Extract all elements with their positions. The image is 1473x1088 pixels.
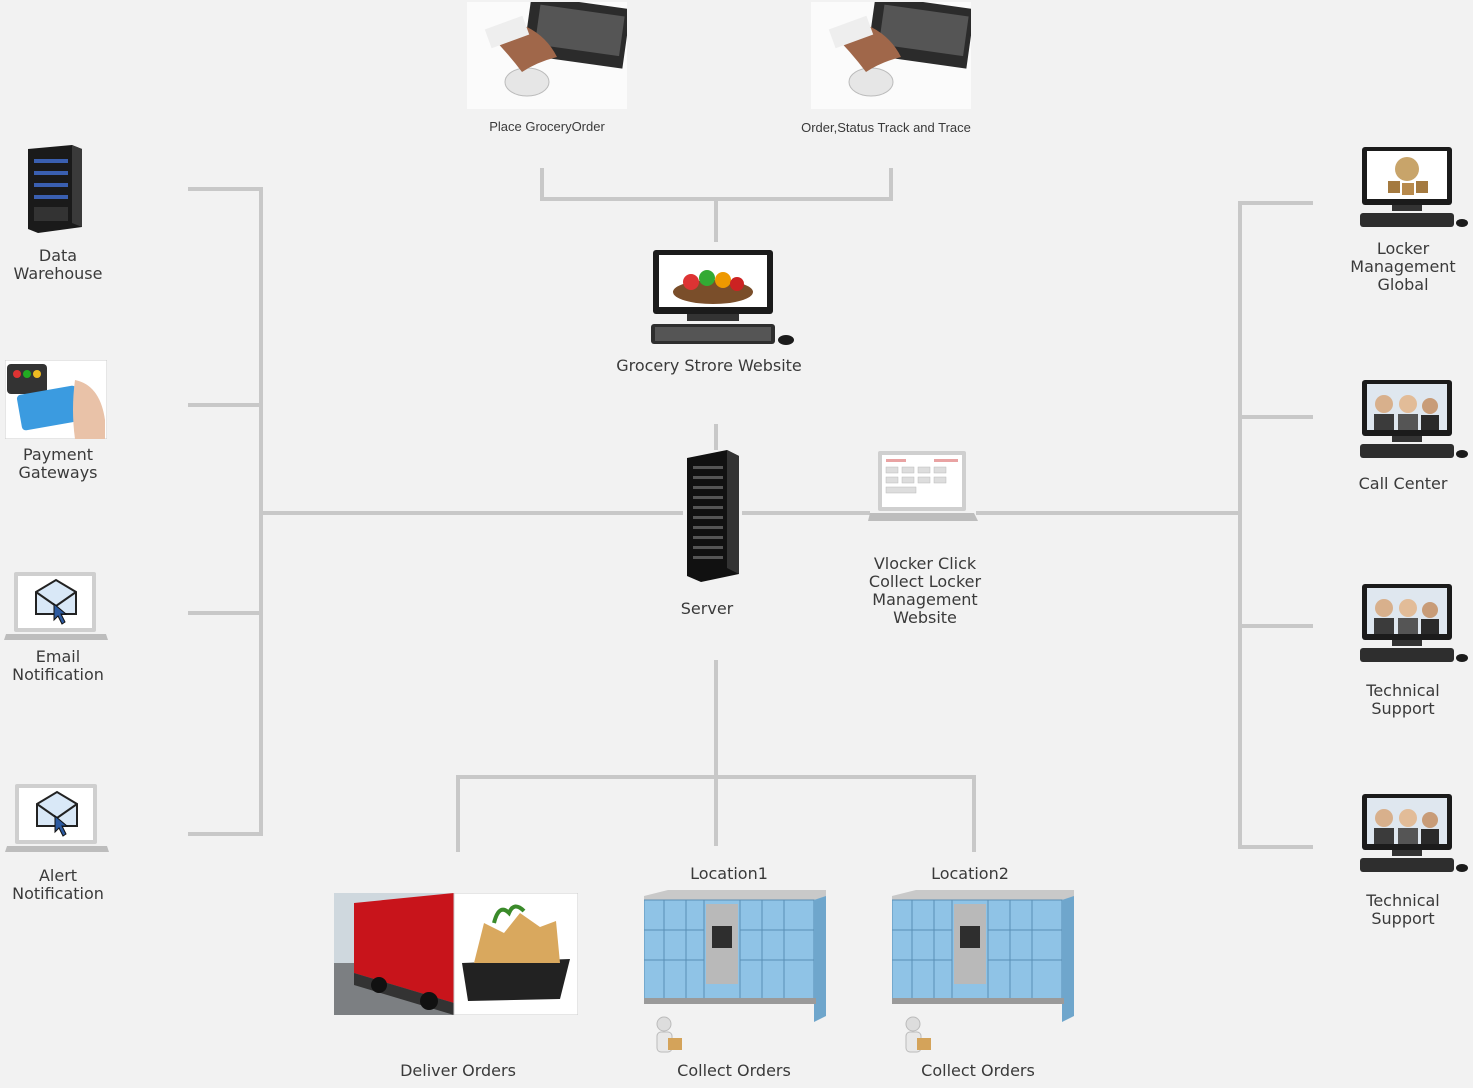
desktop-computer-icon [651, 250, 794, 345]
headset-agents-icon [1360, 794, 1468, 872]
alert-laptop [5, 782, 109, 854]
alert-notification-label: Alert Notification [12, 866, 104, 903]
person-with-parcel-icon [905, 1016, 931, 1053]
locker-unit-1 [643, 890, 826, 1030]
email-envelope-icon [4, 572, 108, 640]
hand-mouse-keyboard-icon [467, 0, 631, 109]
server-icon [687, 450, 739, 582]
locker-global-monitor [1358, 145, 1470, 231]
globe-monitor-icon [1360, 147, 1468, 227]
location2-label: Location2 [931, 864, 1009, 883]
tech-support-1-monitor [1358, 582, 1470, 666]
locker-global-label: Locker Management Global [1350, 239, 1456, 294]
tech-support-2-label: Technical Support [1366, 891, 1440, 928]
grocery-website-monitor [647, 248, 797, 348]
delivery-truck-icon [334, 892, 579, 1016]
vlocker-label: Vlocker Click Collect Locker Management … [868, 554, 982, 627]
email-envelope-icon [5, 784, 109, 852]
person-parcel-icon-2 [903, 1016, 933, 1054]
tech-support-1-label: Technical Support [1366, 681, 1440, 718]
delivery-photos [334, 892, 579, 1016]
data-warehouse-label: Data Warehouse [13, 246, 103, 283]
call-center-monitor [1358, 378, 1470, 462]
headset-agents-icon [1360, 380, 1468, 458]
server-tower-icon [28, 145, 82, 233]
server-rack [683, 450, 743, 584]
place-order-label: Place GroceryOrder [489, 119, 605, 134]
call-center-label: Call Center [1358, 474, 1448, 493]
vlocker-laptop [868, 449, 978, 527]
email-laptop [4, 570, 108, 642]
person-with-parcel-icon [656, 1016, 682, 1053]
parcel-locker-icon [891, 890, 1074, 1022]
hand-mouse-keyboard-icon [811, 0, 975, 109]
data-warehouse-server [26, 145, 84, 233]
credit-card-icon [4, 359, 108, 440]
location1-label: Location1 [690, 864, 768, 883]
email-notification-label: Email Notification [12, 647, 104, 684]
deliver-orders-label: Deliver Orders [400, 1061, 516, 1080]
headset-agents-icon [1360, 584, 1468, 662]
grocery-website-label: Grocery Strore Website [616, 356, 802, 375]
payment-card-photo [4, 359, 108, 440]
tech-support-2-monitor [1358, 792, 1470, 876]
track-trace-photo [811, 0, 975, 109]
collect-orders-2-label: Collect Orders [921, 1061, 1035, 1080]
locker-unit-2 [891, 890, 1074, 1030]
laptop-icon [868, 451, 978, 521]
track-trace-label: Order,Status Track and Trace [801, 120, 971, 135]
collect-orders-1-label: Collect Orders [677, 1061, 791, 1080]
person-parcel-icon-1 [654, 1016, 684, 1054]
parcel-locker-icon [643, 890, 826, 1022]
server-label: Server [680, 599, 734, 618]
place-order-photo [467, 0, 631, 109]
payment-gateways-label: Payment Gateways [18, 445, 98, 482]
